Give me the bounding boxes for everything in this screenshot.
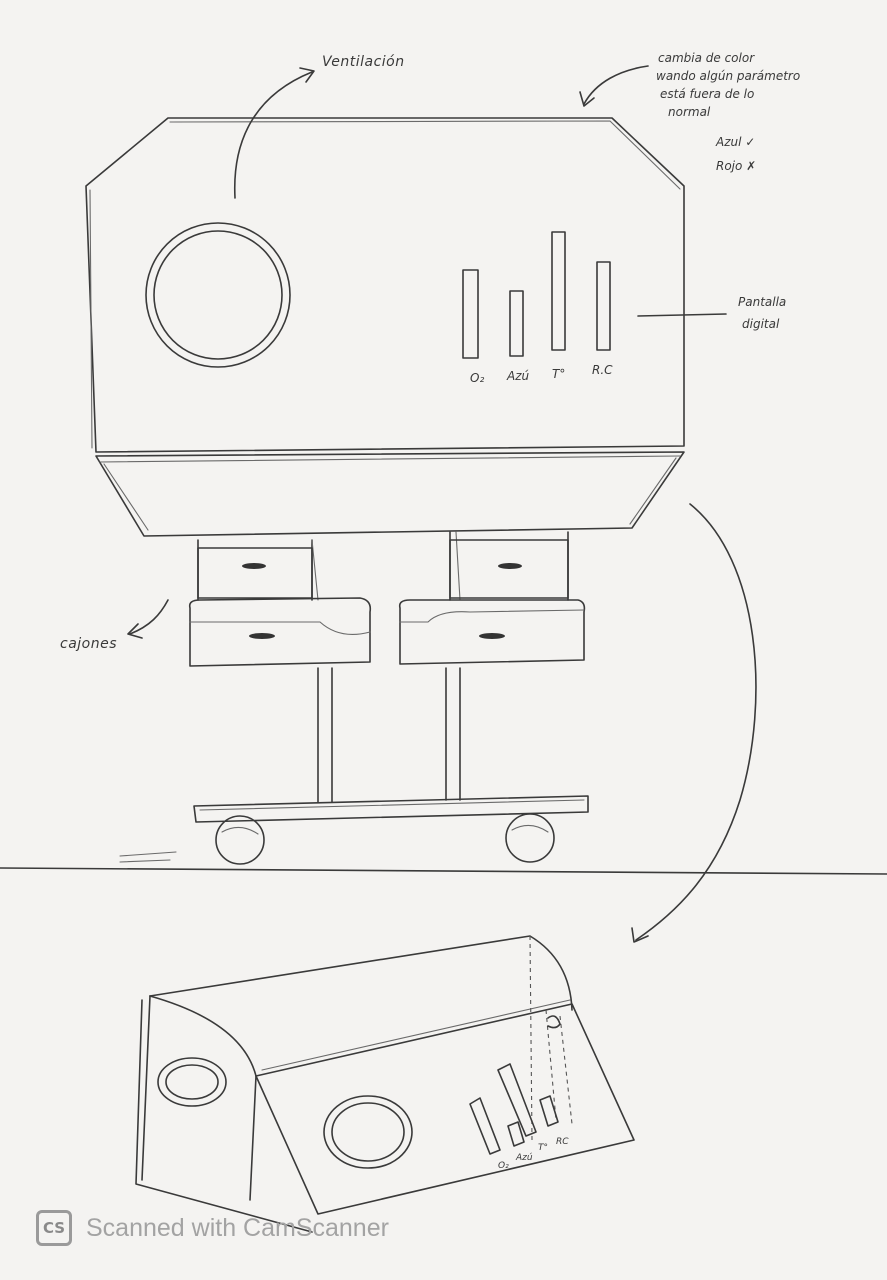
color-note-line-4: normal xyxy=(668,105,711,119)
separator-line xyxy=(0,868,887,874)
bar-labels-top: O₂ Azú T° R.C xyxy=(470,363,613,385)
wheeled-base xyxy=(120,796,588,864)
incubator-perspective xyxy=(136,936,634,1232)
camscanner-watermark: Scanned with CamScanner xyxy=(86,1214,389,1243)
label-azul: Azul ✓ xyxy=(715,135,755,149)
incubator-base xyxy=(96,452,684,536)
bar-label-azu: Azú xyxy=(506,369,530,383)
label-ventilacion: Ventilación xyxy=(322,54,405,70)
bar-label-o2: O₂ xyxy=(470,371,484,385)
display-bars-bottom xyxy=(470,1064,558,1154)
ventilation-circle xyxy=(146,223,290,367)
bar-label-bottom-temp: T° xyxy=(538,1143,548,1153)
color-note: cambia de color wando algún parámetro es… xyxy=(656,51,800,173)
camscanner-logo: CS xyxy=(36,1210,72,1246)
color-note-line-3: está fuera de lo xyxy=(660,87,754,101)
label-pantalla: Pantalla xyxy=(738,295,786,309)
annotation-arrows xyxy=(128,66,756,942)
label-digital: digital xyxy=(742,317,780,331)
label-cajones: cajones xyxy=(60,636,117,652)
stand-columns xyxy=(198,532,568,802)
label-pantalla-digital: Pantalla digital xyxy=(738,295,786,331)
bar-label-bottom-rc: RC xyxy=(556,1137,569,1147)
bar-label-bottom-azu: Azú xyxy=(515,1153,533,1163)
drawers xyxy=(190,540,585,666)
color-note-line-2: wando algún parámetro xyxy=(656,69,800,83)
bar-label-bottom-o2: O₂ xyxy=(498,1161,509,1171)
bar-label-rc: R.C xyxy=(592,363,613,377)
bar-labels-bottom: O₂ Azú T° RC xyxy=(498,1137,569,1171)
label-rojo: Rojo ✗ xyxy=(716,159,756,173)
display-bars-top xyxy=(463,232,610,358)
bar-label-temp: T° xyxy=(552,367,565,381)
color-note-line-1: cambia de color xyxy=(658,51,755,65)
incubator-body xyxy=(86,118,684,452)
